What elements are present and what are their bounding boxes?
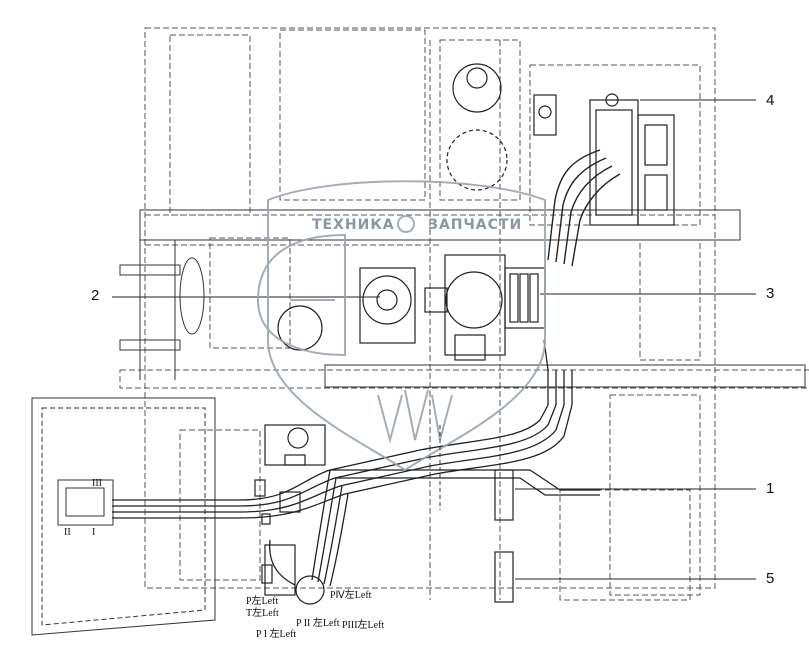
roman-label-1: I (92, 527, 96, 538)
component-4-pump-block (533, 93, 675, 226)
component-1-block (494, 469, 514, 521)
callout-leaders (112, 99, 756, 580)
watermark-word-1: ТЕХНИКА (312, 217, 395, 233)
port-label-p3-left: PIII左Left (342, 620, 385, 631)
hoses-pump-to-valve (547, 149, 621, 267)
hoses-to-bottom-manifold (269, 469, 349, 587)
component-3-control-valve (424, 254, 546, 361)
port-label-p1-left: P I 左Left (256, 629, 297, 640)
roman-label-3: III (92, 478, 102, 489)
callout-1: 1 (766, 480, 775, 497)
callout-5: 5 (766, 570, 775, 587)
tank-cap-components (446, 63, 508, 191)
port-label-p2-left: P II 左Left (296, 618, 340, 629)
port-label-p-left: P左Left (246, 596, 279, 607)
watermark-word-2: ЗАПЧАСТИ (428, 217, 523, 233)
component-2-pump (277, 267, 416, 351)
component-5-block (494, 551, 514, 603)
port-label-t-left: T左Left (246, 608, 279, 619)
callout-2: 2 (91, 287, 100, 304)
frame-rails (119, 209, 806, 388)
callout-3: 3 (766, 285, 775, 302)
roman-label-2: II (64, 527, 71, 538)
port-label-p4-left: PⅣ左Left (330, 590, 372, 601)
watermark-logo (256, 180, 546, 472)
hose-bundle-main (112, 339, 600, 519)
fittings (254, 424, 326, 605)
vehicle-frame-outline (119, 27, 809, 601)
callout-4: 4 (766, 92, 775, 109)
left-axle-housing (31, 397, 216, 636)
